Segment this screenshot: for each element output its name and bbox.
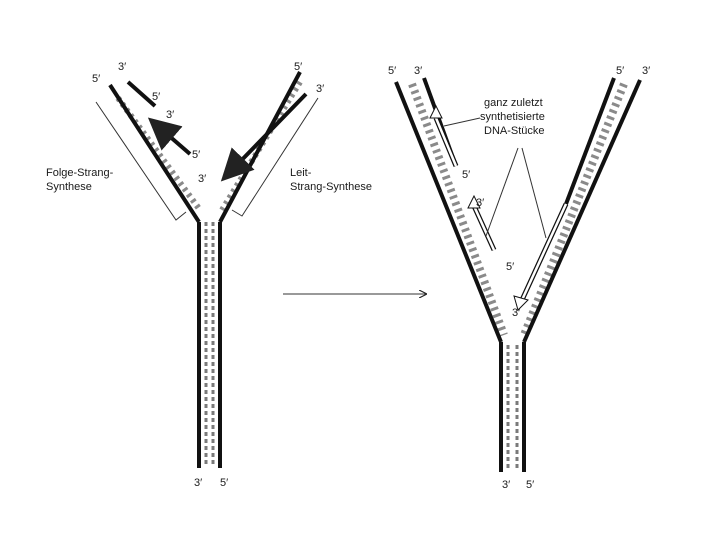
left-okazaki-5-label: 5′ [152,91,160,103]
right-replication-fork: 5′ 3′ 5′ 3′ 5′ 3′ 5′ 3′ 3′ 5′ ganz zulet… [388,65,650,491]
left-okazaki-3-label: 3′ [166,109,174,121]
right-top-left-3-label: 3′ [414,65,422,77]
leading-caption-line1: Leit- [290,167,312,179]
left-leading-arrow [220,92,308,182]
left-okazaki-fragment [126,80,157,108]
left-stem-rungs [204,222,215,465]
annotation-pointer-2 [485,147,519,237]
leading-bracket [231,97,319,217]
annotation-line3: DNA-Stücke [484,125,545,137]
annotation-line1: ganz zuletzt [484,97,543,109]
left-replication-fork: 3′ 5′ 5′ 3′ 5′ 3′ 5′ 3′ 3′ 5′ Folge-Stra… [46,61,372,489]
left-leading-template [218,71,302,223]
right-top-right-3-label: 3′ [642,65,650,77]
right-top-right-5-label: 5′ [616,65,624,77]
left-top-right-5-label: 5′ [294,61,302,73]
right-okazaki-top-5-label: 5′ [462,169,470,181]
left-top-right-3-label: 3′ [316,83,324,95]
right-okazaki-mid-5-label: 5′ [506,261,514,273]
left-top-left-5-label: 5′ [92,73,100,85]
lagging-caption-line2: Synthese [46,181,92,193]
right-bottom-3-label: 3′ [502,479,510,491]
left-bottom-3-label: 3′ [194,477,202,489]
newest-fragment-mid [467,194,497,252]
right-right-arm-inner-strand [564,77,616,205]
right-bottom-5-label: 5′ [526,479,534,491]
right-okazaki-mid-3-label: 3′ [476,197,484,209]
annotation-line2: synthetisierte [480,111,545,123]
left-okazaki-arrow [147,117,192,156]
newest-fragment-top [429,104,459,167]
lagging-caption-line1: Folge-Strang- [46,167,114,179]
lagging-bracket [95,101,187,221]
left-lagging-5-label: 5′ [192,149,200,161]
left-leading-3-label: 3′ [198,173,206,185]
right-top-left-5-label: 5′ [388,65,396,77]
right-right-arm-outer-strand [522,79,642,343]
right-arm-right-rungs [520,82,628,337]
annotation-pointer-1 [443,117,481,127]
right-arm-left-rungs [408,82,508,337]
right-fork-3-label: 3′ [512,307,520,319]
newest-fragment-leading [513,202,569,311]
left-lagging-template [108,83,201,224]
annotation-pointer-3 [521,147,547,239]
left-bottom-5-label: 5′ [220,477,228,489]
left-top-left-3-label: 3′ [118,61,126,73]
right-left-arm-outer-strand [394,81,503,343]
right-stem-rungs [506,345,519,470]
leading-caption-line2: Strang-Synthese [290,181,372,193]
